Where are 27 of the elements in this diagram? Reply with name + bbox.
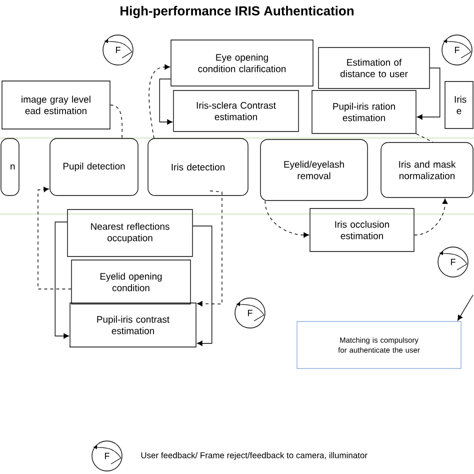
process-box: Iris detection [148, 138, 248, 196]
arrow [192, 226, 212, 346]
arrow [417, 68, 440, 120]
legend-text: User feedback/ Frame reject/feedback to camera, illuminator [141, 452, 368, 460]
arrow [458, 294, 474, 321]
arrow [414, 198, 448, 236]
process-box: Eye opening condition clarification [170, 40, 314, 86]
process-box: Nearest reflections occupation [67, 209, 193, 257]
process-box: Pupil-iris ration estimation [312, 90, 416, 134]
process-box: Iris and mask normalization [380, 142, 474, 198]
process-box: Estimation of distance to user [318, 47, 430, 89]
arrow [197, 190, 222, 306]
process-box: image gray level ead estimation [2, 80, 110, 130]
process-box: Iris e [444, 81, 474, 129]
process-box: Pupil-iris contrast estimation [70, 302, 196, 348]
process-box: Iris occlusion estimation [310, 208, 414, 252]
arrow [159, 78, 172, 125]
arrow [148, 64, 170, 138]
process-box: Iris-sclera Contrast estimation [173, 90, 299, 132]
arrow [54, 222, 69, 339]
process-box: Pupil detection [50, 138, 138, 196]
arrow [264, 200, 309, 238]
title: High-performance IRIS Authentication [120, 6, 354, 18]
process-box: n [0, 138, 20, 196]
process-box: Eyelid/eyelash removal [260, 139, 368, 201]
process-box: Eyelid opening condition [71, 260, 191, 304]
arrow [38, 186, 72, 290]
